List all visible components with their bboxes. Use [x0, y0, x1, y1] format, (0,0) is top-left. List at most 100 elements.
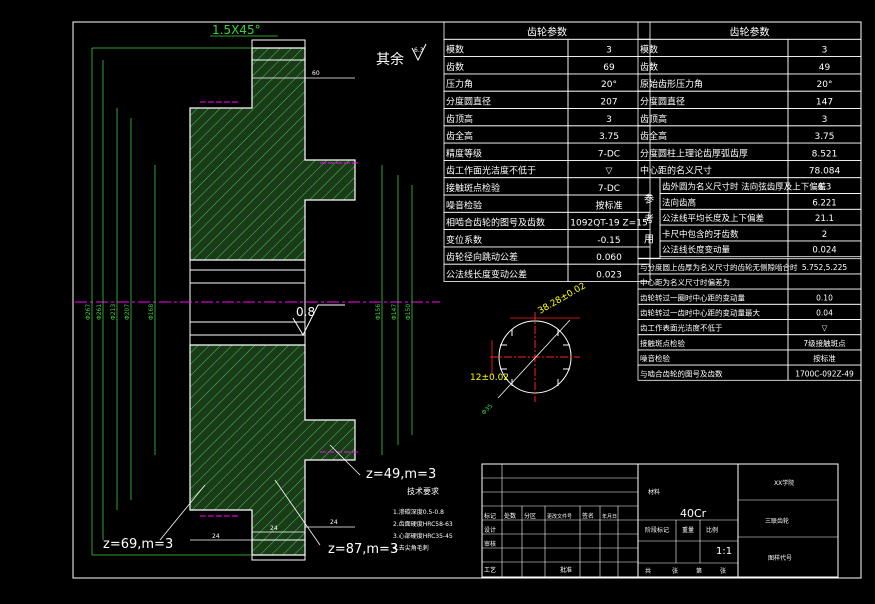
tb-col-1: 分区	[524, 512, 536, 520]
dim-v-4: Φ168	[148, 304, 155, 320]
left-table-row-value: -0.15	[597, 236, 620, 246]
dim-vr-0: Φ156	[375, 304, 382, 320]
left-table-row-value: 按标准	[595, 199, 622, 211]
right-table-row-value: 147	[816, 98, 833, 108]
tb-sheet-0: 共	[645, 567, 651, 575]
tech-item-1: 2.齿面硬度HRC58-63	[393, 520, 453, 528]
right-table-row-label: 齿数	[640, 61, 658, 73]
right-table2-row-value: 1700C-092Z-49	[795, 369, 854, 378]
ref-table-row-value: 21.1	[815, 214, 834, 224]
right-table2-row-label: 齿轮转过一圈时中心距的变动量	[640, 292, 745, 302]
gear-section-view	[75, 35, 440, 561]
tb-col-3: 签名	[582, 512, 594, 520]
left-table-row-value: 3	[606, 46, 612, 56]
gear-label-mid: z=87,m=3	[328, 542, 398, 557]
ref-table-row-value: 6.3	[818, 183, 832, 193]
tb-material: 40Cr	[680, 507, 707, 520]
left-table-row-value: 7-DC	[598, 149, 620, 159]
tb-stage-2: 比例	[706, 526, 718, 534]
left-table-row-value: 3.75	[599, 132, 619, 142]
ref-side-label: 参考用	[644, 193, 654, 246]
right-table-row-value: 8.521	[812, 149, 838, 159]
left-table-row-value: 0.060	[596, 253, 622, 263]
tb-row-0: 标记	[484, 512, 496, 520]
dim-top: 60	[312, 70, 320, 77]
left-table-row-value: 0.023	[596, 271, 622, 281]
left-table-row-value: 7-DC	[598, 184, 620, 194]
right-table2-row-label: 齿工作表面光洁度不低于	[640, 323, 723, 333]
left-table-row-label: 相啮合齿轮的图号及齿数	[446, 217, 545, 229]
gear-label-left: z=69,m=3	[103, 537, 173, 552]
right-table2-row-value: 0.10	[816, 293, 833, 302]
roughness-symbol-bore	[292, 304, 345, 337]
tech-item-0: 1.渗碳深度0.5-0.8	[393, 508, 444, 516]
tb-sheet-2: 第	[696, 567, 702, 575]
right-table-row-label: 齿全高	[640, 130, 667, 142]
left-table-row-label: 接触斑点检验	[446, 182, 500, 194]
right-table2-row-value: 5.752,5.225	[802, 263, 848, 272]
left-table-row-label: 齿轮径向跳动公差	[446, 251, 518, 263]
tb-part-name: 三联齿轮	[765, 517, 789, 525]
dim-v-0: Φ267	[85, 304, 92, 320]
left-table-row-label: 变位系数	[446, 234, 482, 246]
right-table-row-label: 模数	[640, 44, 658, 56]
left-table-title: 齿轮参数	[527, 25, 567, 38]
tb-stage-1: 重量	[682, 526, 694, 534]
roughness-symbol-main	[411, 43, 427, 62]
chamfer-note: 1.5X45°	[212, 23, 261, 37]
right-table2-row-value: 7级接触斑点	[803, 338, 846, 348]
dim-bottom-a: 24	[212, 533, 220, 540]
tb-row-2: 审核	[484, 540, 496, 548]
ref-table-row-label: 法向齿高	[662, 197, 696, 208]
dim-v-2: Φ213	[110, 304, 117, 320]
left-table-row-label: 齿顶高	[446, 113, 473, 125]
spline-dim-diag: Φ35	[480, 403, 494, 417]
ref-table-row-label: 卡尺中包含的牙齿数	[662, 229, 739, 240]
spline-dim-left: 12±0.02	[470, 373, 509, 383]
left-table-row-label: 噪音检验	[446, 199, 482, 211]
dim-vr-2: Φ150	[405, 304, 412, 320]
left-table-row-label: 公法线长度变动公差	[446, 269, 527, 281]
right-table-row-label: 分度圆直径	[640, 96, 685, 108]
left-table-row-value: 207	[600, 98, 617, 108]
tb-row-1: 设计	[484, 526, 496, 534]
dim-vr-1: Φ147	[391, 304, 398, 320]
dim-v-1: Φ261	[96, 304, 103, 320]
right-table-row-value: 3	[822, 115, 828, 125]
spline-detail	[490, 312, 580, 402]
left-table-row-value: 69	[603, 63, 615, 73]
tb-col-2: 更改文件号	[547, 513, 572, 520]
left-table-row-label: 分度圆直径	[446, 96, 491, 108]
tb-drawing-no: 图样代号	[768, 554, 792, 562]
right-table2-row-label: 接触斑点检验	[640, 338, 685, 348]
left-table-row-value: ▽	[606, 167, 613, 177]
tb-col-4: 年月日	[602, 513, 617, 520]
tech-item-2: 3.心部硬度HRC35-45	[393, 532, 453, 540]
left-table-row-label: 齿数	[446, 61, 464, 73]
right-table2-row-label: 中心距为名义尺寸时偏差为	[640, 277, 730, 287]
right-table-row-value: 78.084	[809, 167, 841, 177]
left-table-row-label: 齿工作面光洁度不低于	[446, 165, 536, 177]
dim-right-bottom: 24	[330, 519, 338, 526]
dim-v-3: Φ207	[124, 304, 131, 320]
ref-table-row-label: 公法线平均长度及上下偏差	[662, 213, 764, 224]
right-table2-row-label: 与啮合齿轮的图号及齿数	[640, 368, 723, 378]
left-table-row-value: 1092QT-19 Z=15	[570, 219, 647, 229]
tech-title: 技术要求	[407, 486, 439, 496]
left-table-row-value: 20°	[601, 80, 617, 90]
left-table-row-label: 齿全高	[446, 130, 473, 142]
title-block	[481, 463, 839, 578]
dim-bottom-b: 24	[270, 525, 278, 532]
right-table2-row-label: 与分度圆上齿厚为名义尺寸的齿轮无侧隙啮合时	[640, 262, 798, 272]
right-table-row-value: 3	[822, 46, 828, 56]
ref-table-row-value: 6.221	[812, 198, 836, 208]
hatch-lower	[189, 344, 356, 556]
surface-note: 其余	[376, 51, 404, 68]
left-table-row-label: 精度等级	[446, 147, 482, 159]
tb-material-label: 材料	[648, 488, 660, 496]
left-table-row-label: 模数	[446, 44, 464, 56]
